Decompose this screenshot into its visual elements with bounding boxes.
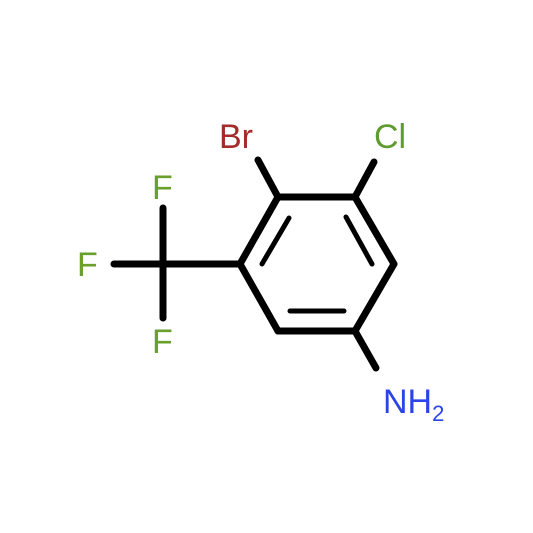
bond-c2-c3 [351,193,398,268]
bond-c5-c6 [236,260,282,335]
bond-c6-c1 [236,193,282,268]
atom-f-left-label: F [77,246,98,284]
bond-c2-cl [351,158,378,201]
atom-f-bottom-label: F [152,323,173,361]
bond-c3-c4 [351,260,398,335]
bond-c4-n [351,327,380,372]
atom-br-label: Br [219,118,253,156]
bond-inner-c1-c6 [259,215,292,267]
amine-main-text: NH [383,383,432,421]
atom-f-top-label: F [152,169,173,207]
bond-inner-c2-c3 [343,214,375,267]
amine-subscript: 2 [432,401,444,426]
atom-amine-label: NH2 [383,383,444,426]
bond-c1-br [254,156,282,201]
atom-cl-label: Cl [374,118,406,156]
